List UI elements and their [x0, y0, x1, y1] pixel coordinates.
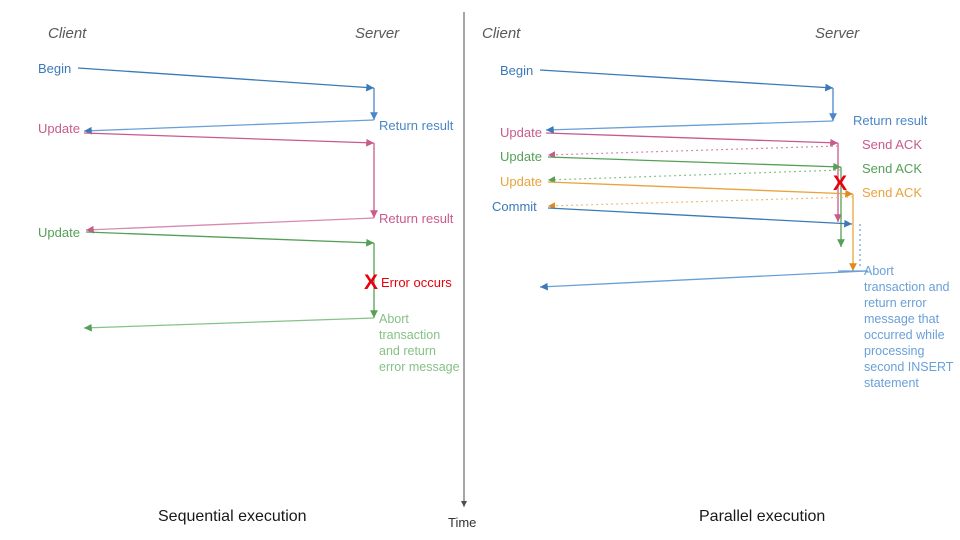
arrow-left-begin — [77, 67, 375, 92]
arrow-right-commit — [547, 207, 853, 228]
arrow-left-update-1 — [83, 132, 375, 147]
left-panel-caption: Sequential execution — [158, 508, 307, 525]
left-server-label: Server — [355, 25, 400, 42]
arrow-right-send-ack-1 — [547, 145, 839, 159]
arrow-right-send-ack-3 — [547, 196, 854, 210]
arrow-left-return-2 — [85, 217, 375, 234]
right-msg-update-2: Update — [500, 149, 542, 164]
left-msg-error: Error occurs — [381, 275, 452, 290]
arrow-right-return-result — [545, 120, 834, 134]
right-msg-send-ack-2: Send ACK — [862, 161, 922, 176]
right-msg-commit: Commit — [492, 199, 537, 214]
right-client-label: Client — [482, 25, 521, 42]
arrow-right-update-2 — [547, 156, 842, 171]
left-abort-note: Abort transaction and return error messa… — [379, 312, 460, 374]
left-error-x-icon: X — [364, 271, 378, 294]
right-error-x-icon: X — [833, 172, 847, 195]
right-msg-update-3: Update — [500, 174, 542, 189]
right-abort-note: Abort transaction and return error messa… — [864, 264, 954, 390]
right-server-label: Server — [815, 25, 860, 42]
arrow-right-update-1 — [545, 132, 839, 147]
arrow-right-abort — [539, 270, 867, 291]
arrow-right-begin — [539, 69, 834, 92]
left-msg-update-1: Update — [38, 121, 80, 136]
arrow-left-abort — [83, 317, 375, 332]
arrow-left-return-1 — [83, 119, 375, 135]
right-msg-begin: Begin — [500, 63, 533, 78]
arrow-left-update-2 — [85, 231, 375, 247]
left-msg-update-2: Update — [38, 225, 80, 240]
right-msg-update-1: Update — [500, 125, 542, 140]
right-msg-return-result: Return result — [853, 113, 928, 128]
right-msg-send-ack-1: Send ACK — [862, 137, 922, 152]
left-client-label: Client — [48, 25, 87, 42]
right-panel-caption: Parallel execution — [699, 508, 825, 525]
left-msg-return-result-1: Return result — [379, 118, 454, 133]
arrow-right-send-ack-2 — [547, 169, 842, 184]
right-msg-send-ack-3: Send ACK — [862, 185, 922, 200]
arrow-right-update-3 — [547, 181, 854, 198]
time-axis-label: Time — [448, 515, 476, 530]
left-msg-begin: Begin — [38, 61, 71, 76]
left-msg-return-result-2: Return result — [379, 211, 454, 226]
